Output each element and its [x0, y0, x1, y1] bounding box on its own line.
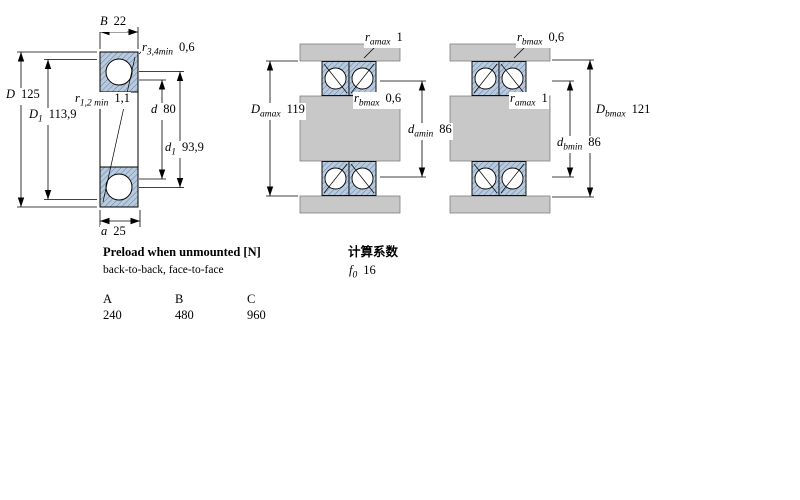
- preload-col-header-b: B: [175, 292, 184, 306]
- dim-symbol: a: [101, 224, 108, 238]
- dim-subscript: bmax: [605, 109, 626, 120]
- dim-value: 0,6: [179, 40, 195, 54]
- dim-subscript: amin: [414, 129, 434, 140]
- dim-value: 86: [439, 122, 452, 136]
- dim-label-d1: d1 93,9: [164, 140, 205, 159]
- dim-symbol: d: [165, 140, 172, 154]
- dim-symbol: r: [75, 91, 80, 105]
- dim-subscript: bmax: [521, 37, 543, 48]
- dim-label-f0: f0 16: [348, 263, 377, 281]
- preload-subtitle: back-to-back, face-to-face: [103, 264, 224, 276]
- dim-label-r34: r3,4min 0,6: [141, 40, 196, 59]
- dim-label-dbmin: dbmin 86: [556, 135, 602, 154]
- dim-subscript: 0: [352, 270, 358, 281]
- dim-value: 119: [286, 102, 305, 116]
- dim-value: 0,6: [385, 91, 402, 105]
- preload-value-b: 480: [175, 308, 194, 322]
- face-to-face-figure: [449, 43, 594, 214]
- dim-value: 1: [396, 30, 403, 44]
- dim-subscript: amax: [514, 98, 536, 109]
- dim-symbol: r: [142, 40, 147, 54]
- calc-factors-title: 计算系数: [348, 245, 399, 259]
- dim-value: 93,9: [182, 140, 204, 154]
- dim-label-rbmax-ftf: rbmax 0,6: [516, 30, 566, 49]
- dim-value: 25: [113, 224, 126, 238]
- dim-symbol: B: [100, 14, 108, 28]
- dim-label-ramax-ftf: ramax 1: [509, 91, 549, 110]
- dim-symbol: D: [29, 107, 39, 121]
- dim-label-a: a 25: [100, 224, 127, 243]
- dim-label-Dbmax: Dbmax 121: [595, 102, 652, 121]
- dim-subscript: amax: [260, 109, 281, 120]
- dim-label-B: B 22: [99, 14, 128, 33]
- preload-value-c: 960: [247, 308, 266, 322]
- dim-subscript: 3,4min: [146, 47, 173, 58]
- dim-value: 16: [363, 263, 376, 277]
- dim-symbol: d: [557, 135, 564, 149]
- dim-symbol: D: [596, 102, 606, 116]
- dim-value: 22: [113, 14, 127, 28]
- dim-symbol: f: [349, 263, 353, 277]
- dim-value: 1,1: [114, 91, 130, 105]
- dim-subscript: 1: [38, 114, 43, 125]
- dim-symbol: r: [354, 91, 359, 105]
- dim-subscript: amax: [369, 37, 391, 48]
- dim-value: 125: [21, 87, 40, 101]
- dim-label-ramax-btb: ramax 1: [364, 30, 404, 49]
- dim-label-rbmax-btb: rbmax 0,6: [353, 91, 403, 110]
- dim-subscript: 1: [171, 147, 176, 158]
- dim-symbol: d: [151, 102, 158, 116]
- dim-symbol: D: [6, 87, 16, 101]
- dim-symbol: d: [408, 122, 415, 136]
- dim-label-damin: damin 86: [407, 122, 453, 141]
- dim-value: 1: [541, 91, 548, 105]
- preload-col-header-a: A: [103, 292, 113, 306]
- dim-value: 0,6: [548, 30, 565, 44]
- dim-value: 113,9: [48, 107, 77, 121]
- preload-col-header-c: C: [247, 292, 256, 306]
- dim-value: 80: [163, 102, 176, 116]
- dim-label-d: d 80: [150, 102, 177, 121]
- dim-symbol: r: [510, 91, 515, 105]
- dim-label-r12: r1,2 min 1,1: [74, 91, 131, 110]
- dim-value: 86: [588, 135, 601, 149]
- dim-label-D: D 125: [5, 87, 41, 106]
- dim-value: 121: [631, 102, 651, 116]
- preload-value-a: 240: [103, 308, 122, 322]
- dim-symbol: r: [365, 30, 370, 44]
- dim-label-D1: D1 113,9: [28, 107, 78, 126]
- back-to-back-figure: [266, 43, 426, 214]
- single-bearing-figure: [17, 27, 184, 227]
- dim-subscript: bmin: [563, 142, 583, 153]
- dim-label-Damax: Damax 119: [250, 102, 306, 121]
- dim-symbol: r: [517, 30, 522, 44]
- dim-subscript: 1,2 min: [79, 98, 109, 109]
- dim-symbol: D: [251, 102, 261, 116]
- dim-subscript: bmax: [358, 98, 380, 109]
- preload-title: Preload when unmounted [N]: [103, 245, 261, 259]
